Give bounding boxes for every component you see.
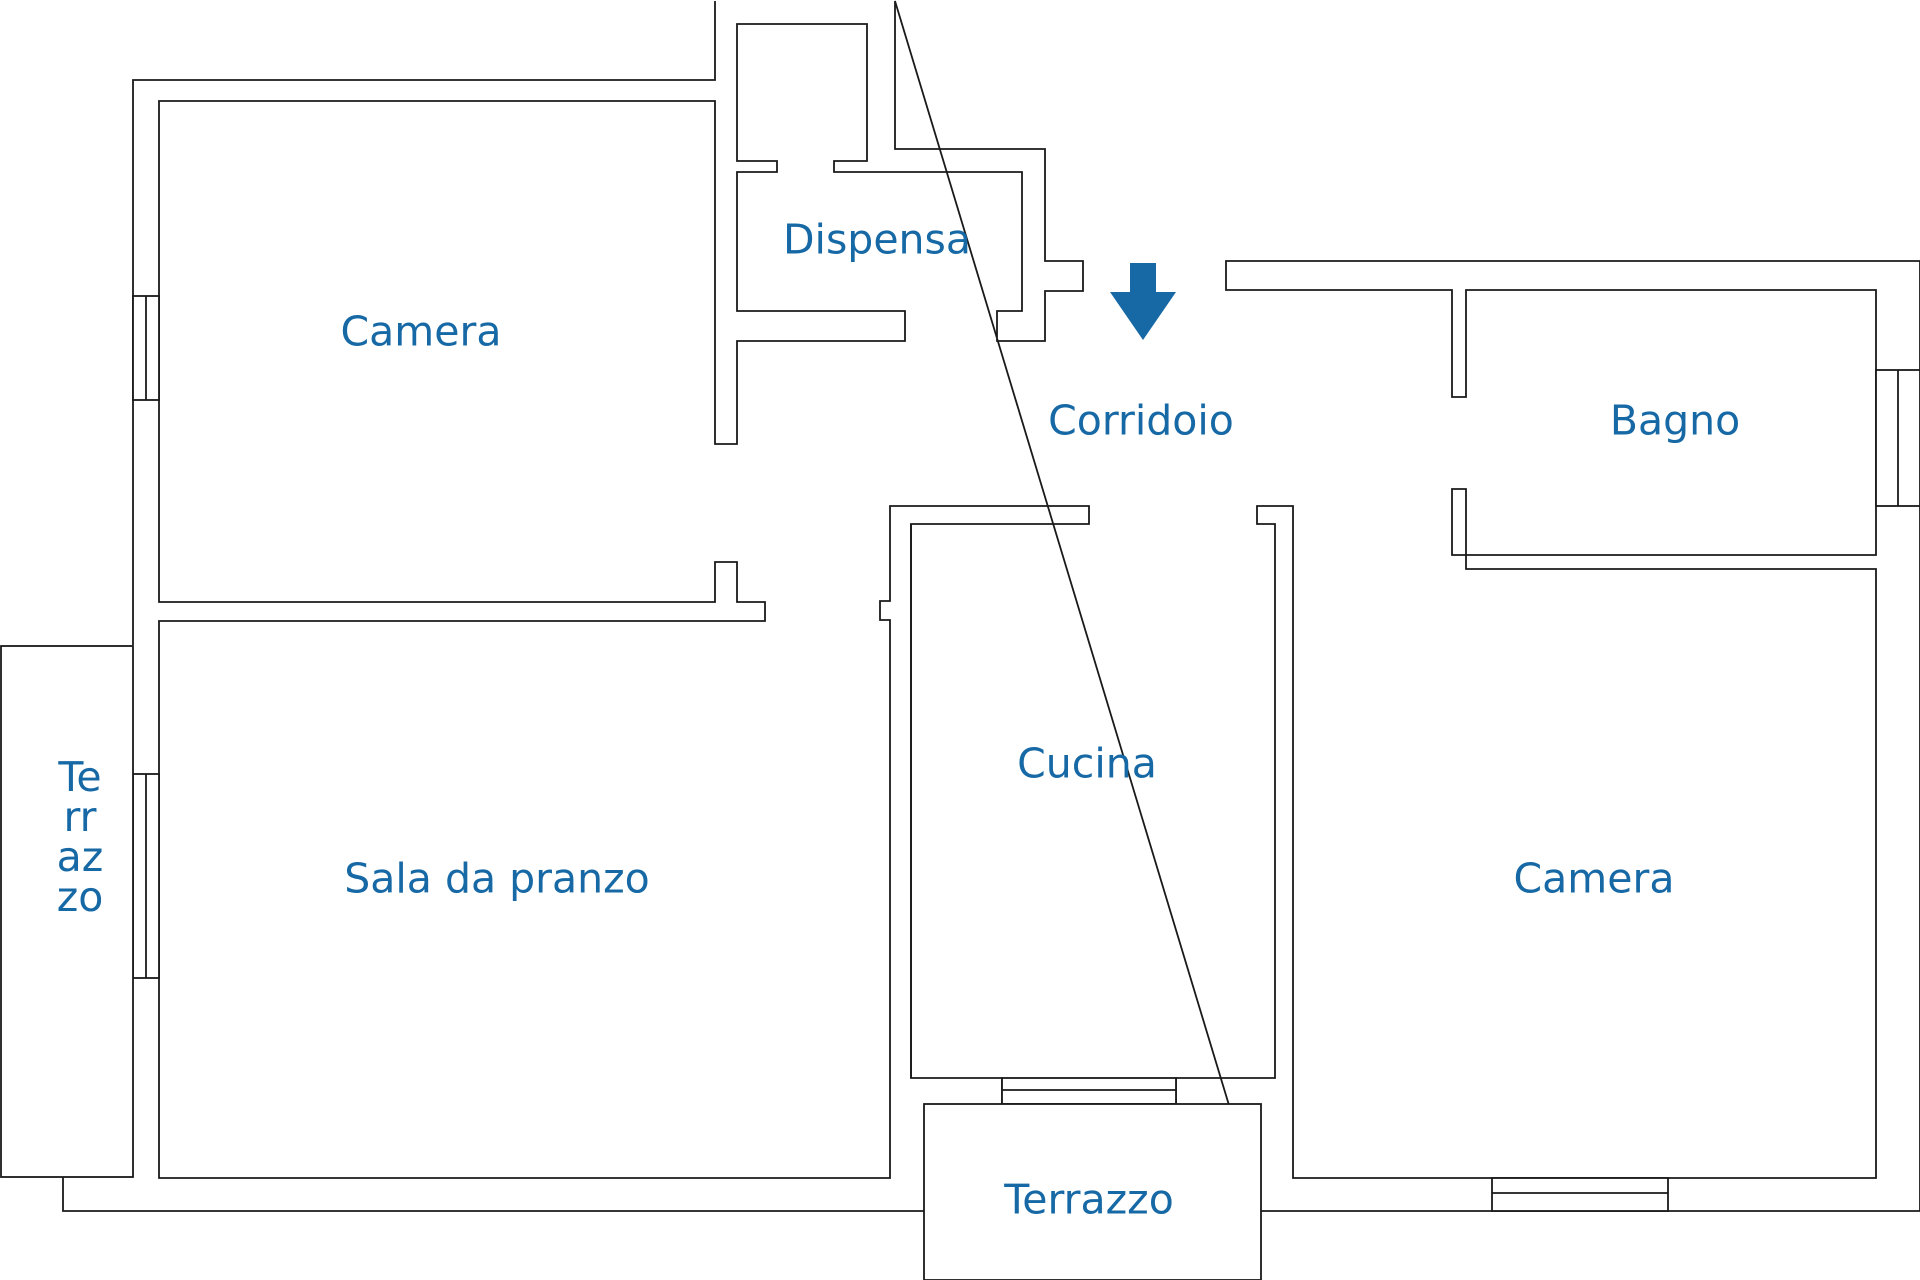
room-label-bagno: Bagno <box>1609 396 1741 445</box>
room-label-terrazzo-left: Terrazzo <box>56 753 104 921</box>
room-label-dispensa: Dispensa <box>782 215 972 264</box>
room-label-corridoio: Corridoio <box>1048 396 1234 445</box>
terrazzo-left-area <box>0 645 134 1178</box>
room-label-sala-da-pranzo: Sala da pranzo <box>344 854 650 903</box>
terrazzo-bottom-area <box>923 1103 1262 1280</box>
room-label-terrazzo-bottom: Terrazzo <box>1004 1175 1174 1224</box>
window-camera-bottom <box>1491 1177 1669 1212</box>
outer-wall <box>62 0 1920 1212</box>
room-label-camera-bottom-right: Camera <box>1513 854 1675 903</box>
room-label-camera-top-left: Camera <box>340 307 502 356</box>
arrow-down-icon <box>1110 263 1176 340</box>
window-cucina <box>1001 1077 1177 1105</box>
room-label-cucina: Cucina <box>1017 739 1157 788</box>
